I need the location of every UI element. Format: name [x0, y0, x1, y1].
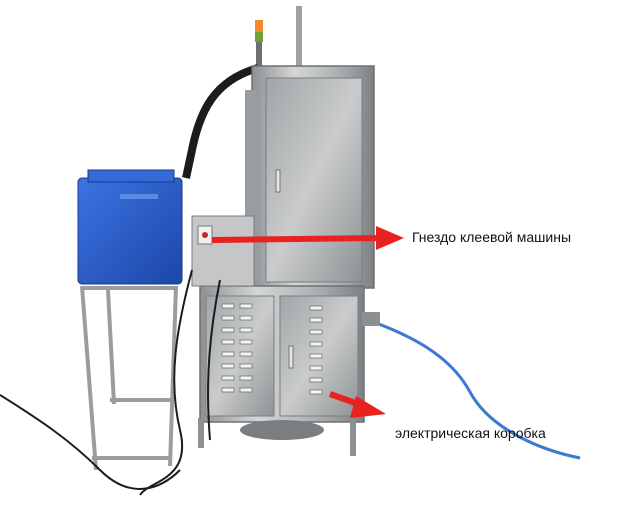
glue-box-stand — [80, 285, 178, 471]
blue-glue-box — [77, 169, 183, 285]
vertical-rod — [296, 6, 302, 66]
power-cables — [0, 269, 221, 496]
arrow-electrical-box — [329, 391, 386, 418]
label-electrical-box: электрическая коробка — [395, 425, 546, 441]
glue-hose — [182, 64, 260, 179]
door-handle — [288, 345, 294, 369]
stack-light — [255, 20, 263, 66]
glue-machine-socket — [191, 215, 255, 287]
lower-cabinet — [199, 285, 365, 423]
label-glue-machine-socket: Гнездо клеевой машины — [412, 229, 572, 245]
vent-slots — [221, 303, 323, 395]
air-fitting — [362, 312, 380, 326]
arrow-glue-socket — [211, 226, 404, 250]
air-hose — [367, 318, 581, 460]
upper-cabinet — [245, 65, 375, 289]
cabinet-leg — [350, 418, 356, 456]
base-wheel — [240, 420, 324, 440]
cabinet-leg — [198, 418, 204, 448]
